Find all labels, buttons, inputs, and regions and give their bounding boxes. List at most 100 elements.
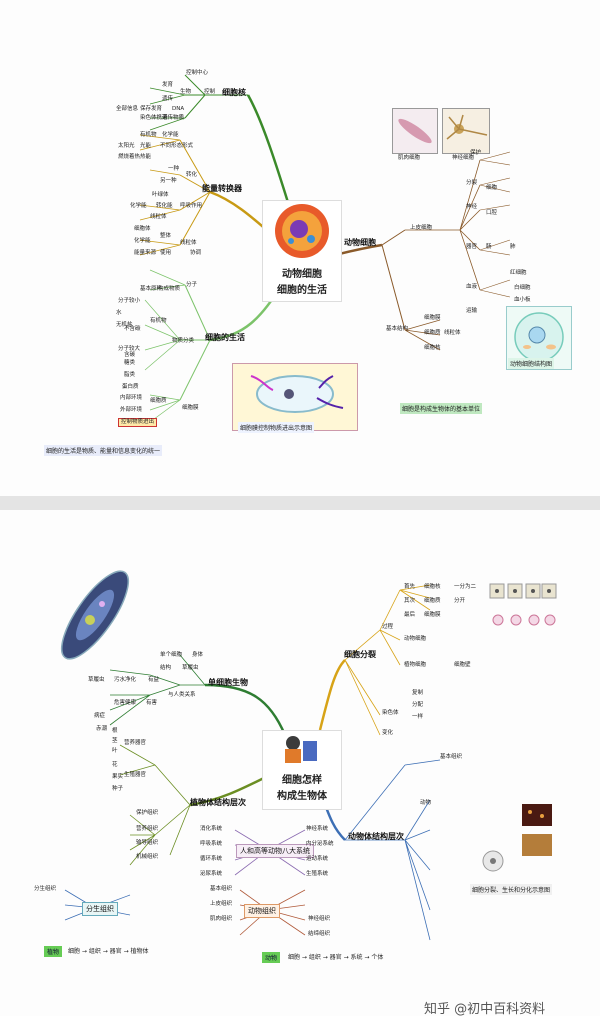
node-label: 营养器官 <box>124 740 147 746</box>
node-label: 有机物 <box>140 132 157 138</box>
node-label: 另一种 <box>160 178 177 184</box>
panel-divider <box>0 496 600 510</box>
node-label: 呼吸系统 <box>200 841 223 847</box>
node-label: 光能 <box>140 143 152 149</box>
node-label: 血小板 <box>514 297 531 303</box>
node-label: 器官 <box>466 244 478 250</box>
node-label: 动物 <box>420 800 432 806</box>
node-label: 保护 <box>470 150 482 156</box>
node-label: 化学能 <box>130 203 147 209</box>
membrane-diagram <box>232 363 358 431</box>
branch-cell-division: 细胞分裂 <box>344 650 376 659</box>
meristem-tissue-node: 分生组织 <box>82 902 118 916</box>
node-label: DNA <box>172 106 185 112</box>
node-label: 神经系统 <box>306 826 329 832</box>
node-label: 与人类关系 <box>168 692 196 698</box>
node-label: 基本组织 <box>210 886 233 892</box>
node-label: 结构 <box>160 665 172 671</box>
bottom-center-title-1: 细胞怎样 <box>282 775 322 786</box>
node-label: 全部信息 <box>116 106 139 112</box>
node-label: 草履虫 <box>88 677 105 683</box>
node-label: 染色体携带 <box>140 115 168 121</box>
node-label: 保护组织 <box>136 810 159 816</box>
node-label: 细胞膜 <box>424 612 441 618</box>
node-label: 白细胞 <box>514 285 531 291</box>
node-label: 上皮组织 <box>210 901 233 907</box>
node-label: 细胞体 <box>134 226 151 232</box>
node-label: 过程 <box>382 624 394 630</box>
paramecium-illustration-icon <box>40 560 150 672</box>
node-label: 细胞膜 <box>182 405 199 411</box>
node-label: 糖类 <box>124 360 136 366</box>
node-label: 分生组织 <box>34 886 57 892</box>
node-label: 一种 <box>168 166 180 172</box>
node-label: 呼吸作用 <box>180 203 203 209</box>
node-label: 营养组织 <box>136 826 159 832</box>
node-label: 热能 <box>140 154 152 160</box>
node-label: 分子 <box>186 282 198 288</box>
node-label: 化学能 <box>134 238 151 244</box>
branch-single-cell: 单细胞生物 <box>208 678 248 687</box>
node-label: 内分泌系统 <box>306 841 334 847</box>
node-label: 遗传物质 <box>162 115 185 121</box>
node-label: 消化系统 <box>200 826 223 832</box>
bottom-mindmap-panel: 细胞怎样 构成生物体 单细胞生物 细胞分裂 植物体结构层次 动物体结构层次 单个… <box>0 510 600 1017</box>
node-label: 复制 <box>412 690 424 696</box>
watermark: 知乎 @初中百科资料 <box>424 1002 546 1017</box>
node-label: 神经 <box>466 204 478 210</box>
node-label: 脂类 <box>124 372 136 378</box>
top-center-title-2: 细胞的生活 <box>277 285 327 296</box>
node-label: 一分为二 <box>454 584 477 590</box>
node-label: 细胞质 <box>150 398 167 404</box>
node-label: 首先 <box>404 584 416 590</box>
node-label: 遗传 <box>162 96 174 102</box>
node-label: 草履虫 <box>182 665 199 671</box>
node-label: 泌尿系统 <box>200 871 223 877</box>
node-label: 细胞质 <box>424 598 441 604</box>
node-label: 种子 <box>112 786 124 792</box>
branch-nucleus: 细胞核 <box>222 88 246 97</box>
node-label: 构成物质 <box>158 286 181 292</box>
node-label: 污水净化 <box>114 677 137 683</box>
node-label: 控制 <box>204 89 216 95</box>
node-label: 内部环境 <box>120 395 143 401</box>
node-label: 发育 <box>162 82 174 88</box>
node-label: 分子较小 <box>118 298 141 304</box>
node-label: 神经组织 <box>308 916 331 922</box>
node-label: 肺 <box>510 244 516 250</box>
node-label: 协调 <box>190 250 202 256</box>
cell-illustration-icon <box>275 204 329 258</box>
nerve-cell-caption: 神经细胞 <box>452 155 475 161</box>
node-label: 肠 <box>486 244 492 250</box>
top-mindmap-panel: 肌肉细胞 神经细胞 动物细胞 细胞的生活 细胞核 能量转换器 细胞的生活 动物细… <box>0 0 600 496</box>
node-label: 基本原料 <box>140 286 163 292</box>
node-label: 基本组织 <box>440 754 463 760</box>
node-label: 无机盐 <box>116 322 133 328</box>
node-label: 蛋白质 <box>122 384 139 390</box>
node-label: 危害健康 <box>114 700 137 706</box>
node-label: 水 <box>116 310 122 316</box>
node-label: 分配 <box>412 702 424 708</box>
node-label: 物质分类 <box>172 338 195 344</box>
node-label: 动物细胞 <box>404 636 427 642</box>
division-caption: 细胞分裂、生长和分化示意图 <box>470 884 553 895</box>
node-label: 细胞壁 <box>454 662 471 668</box>
node-label: 一样 <box>412 714 424 720</box>
human-systems-label: 人和高等动物八大系统 <box>240 847 310 855</box>
node-label: 赤潮 <box>96 726 108 732</box>
branch-animal-cell: 动物细胞 <box>344 238 376 247</box>
node-label: 燃烧着热 <box>118 154 141 160</box>
node-label: 变化 <box>382 730 394 736</box>
branch-energy-converter: 能量转换器 <box>202 184 242 193</box>
node-label: 红细胞 <box>510 270 527 276</box>
node-label: 线粒体 <box>180 240 197 246</box>
node-label: 控制物质进出 <box>118 418 158 427</box>
human-systems-node: 人和高等动物八大系统 <box>236 844 314 858</box>
cell-growth-image <box>518 802 558 862</box>
node-label: 能量来源 <box>134 250 157 256</box>
node-label: 外部环境 <box>120 407 143 413</box>
node-label: 输导组织 <box>136 840 159 846</box>
node-label: 上皮细胞 <box>410 225 433 231</box>
node-label: 果实 <box>112 774 124 780</box>
node-label: 含碳 <box>124 352 136 358</box>
